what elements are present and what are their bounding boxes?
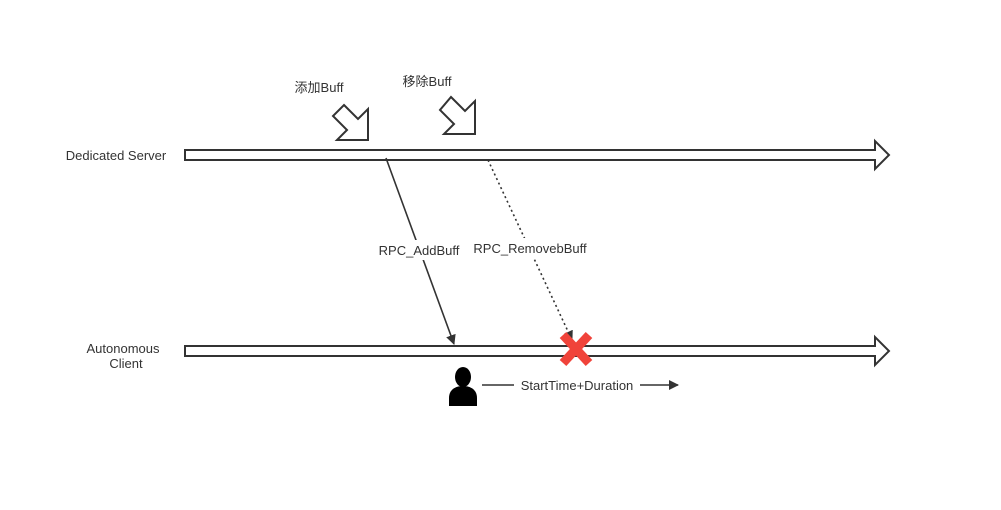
client-timeline-arrow <box>184 334 891 368</box>
server-timeline-arrow <box>184 138 891 172</box>
duration-label: StartTime+Duration <box>521 378 634 393</box>
user-icon <box>449 367 477 406</box>
x-mark-icon <box>559 331 593 367</box>
remove-buff-pointer-arrow <box>438 95 476 135</box>
duration-label-bg <box>514 376 640 394</box>
rpc-remove-label-bg <box>470 238 590 258</box>
rpc-add-label-bg <box>374 240 466 260</box>
rpc-remove-message-line <box>487 159 573 341</box>
server-lane-label: Dedicated Server <box>66 148 167 163</box>
client-lane-label-line1: Autonomous <box>87 341 160 356</box>
client-lane-label-line2: Client <box>109 356 143 371</box>
add-buff-pointer-arrow <box>331 103 369 141</box>
rpc-add-message-label: RPC_AddBuff <box>379 243 460 258</box>
rpc-remove-message-label: RPC_RemovebBuff <box>473 241 587 256</box>
add-buff-event-label: 添加Buff <box>295 80 344 95</box>
remove-buff-event-label: 移除Buff <box>403 74 452 89</box>
